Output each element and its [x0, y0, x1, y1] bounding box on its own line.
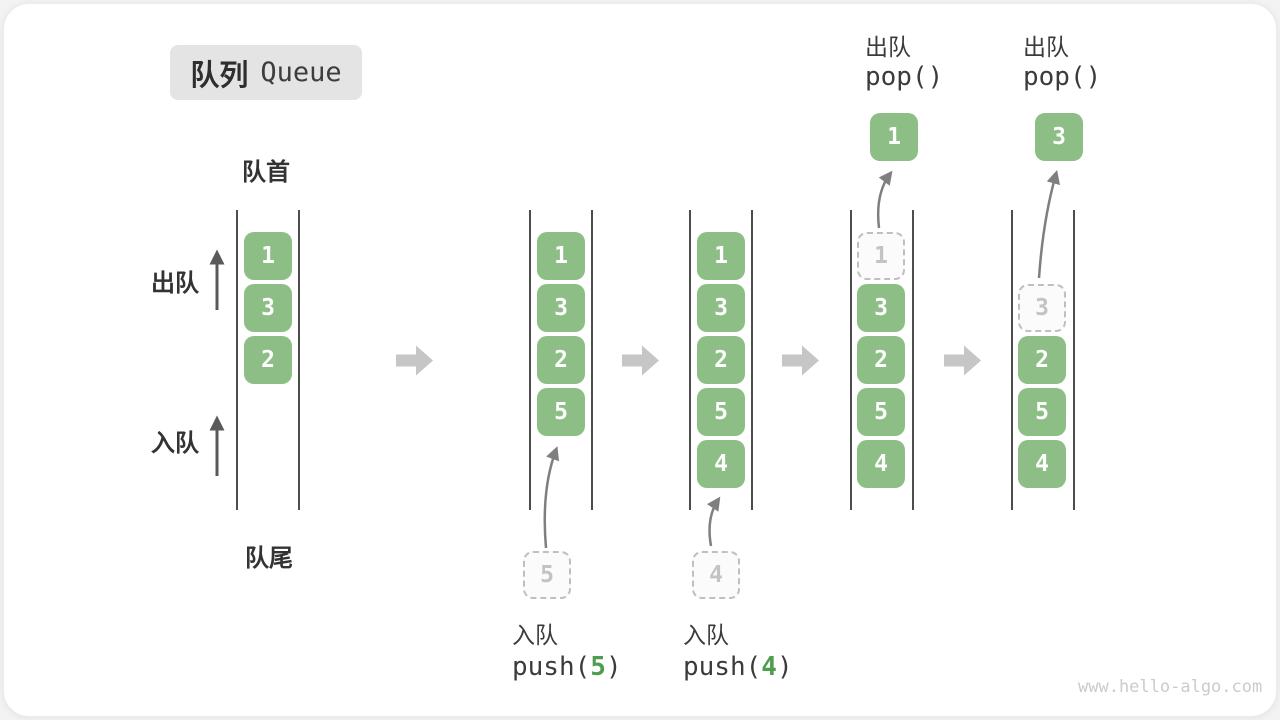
label-dequeue-side: 出队: [151, 269, 199, 297]
queue2-left-wall: [529, 210, 531, 510]
queue-cell: 2: [857, 336, 905, 384]
queue3-left-wall: [689, 210, 691, 510]
title-box: 队列 Queue: [170, 45, 362, 100]
queue5-left-wall: [1011, 210, 1013, 510]
transition-arrow-icon: [622, 345, 659, 376]
queue-cell: 1: [697, 232, 745, 280]
push5-label: 入队: [512, 623, 558, 649]
pop2-code: pop(): [1023, 62, 1102, 92]
queue2-right-wall: [591, 210, 593, 510]
push4-label: 入队: [683, 623, 729, 649]
queue-cell-ghost: 3: [1018, 284, 1066, 332]
transition-arrow-icon: [396, 345, 433, 376]
label-queue-front: 队首: [242, 158, 290, 186]
queue-cell: 2: [697, 336, 745, 384]
popped-element: 3: [1035, 113, 1083, 161]
push5-arg: 5: [590, 652, 606, 682]
incoming-element-ghost: 4: [692, 551, 740, 599]
queue4-left-wall: [850, 210, 852, 510]
queue4-right-wall: [912, 210, 914, 510]
queue-cell: 2: [244, 336, 292, 384]
queue1-right-wall: [298, 210, 300, 510]
queue-cell: 5: [1018, 388, 1066, 436]
queue-cell: 1: [244, 232, 292, 280]
queue-cell: 4: [857, 440, 905, 488]
queue-cell: 3: [537, 284, 585, 332]
push4-fn: push(: [683, 652, 762, 682]
push4-code: push(4): [683, 652, 793, 682]
queue-cell: 5: [697, 388, 745, 436]
label-queue-rear: 队尾: [245, 544, 293, 572]
queue-cell-ghost: 1: [857, 232, 905, 280]
queue-cell: 1: [537, 232, 585, 280]
title-en: Queue: [260, 57, 342, 88]
queue-cell: 3: [697, 284, 745, 332]
pop1-code: pop(): [865, 62, 944, 92]
label-enqueue-side: 入队: [151, 429, 199, 457]
queue3-right-wall: [751, 210, 753, 510]
queue-cell: 4: [697, 440, 745, 488]
push5-close: ): [605, 652, 622, 682]
queue-cell: 2: [537, 336, 585, 384]
queue5-right-wall: [1073, 210, 1075, 510]
queue-cell: 5: [537, 388, 585, 436]
queue-cell: 4: [1018, 440, 1066, 488]
queue-cell: 3: [244, 284, 292, 332]
title-zh: 队列: [190, 57, 249, 92]
pop1-label: 出队: [865, 35, 911, 61]
push5-fn: push(: [512, 652, 591, 682]
queue-cell: 2: [1018, 336, 1066, 384]
queue-cell: 3: [857, 284, 905, 332]
queue1-left-wall: [236, 210, 238, 510]
watermark: www.hello-algo.com: [1078, 677, 1263, 697]
push4-close: ): [776, 652, 793, 682]
transition-arrow-icon: [782, 345, 819, 376]
transition-arrow-icon: [944, 345, 981, 376]
queue-cell: 5: [857, 388, 905, 436]
incoming-element-ghost: 5: [523, 551, 571, 599]
pop2-label: 出队: [1023, 35, 1069, 61]
push5-code: push(5): [512, 652, 622, 682]
push4-arg: 4: [761, 652, 777, 682]
popped-element: 1: [870, 113, 918, 161]
